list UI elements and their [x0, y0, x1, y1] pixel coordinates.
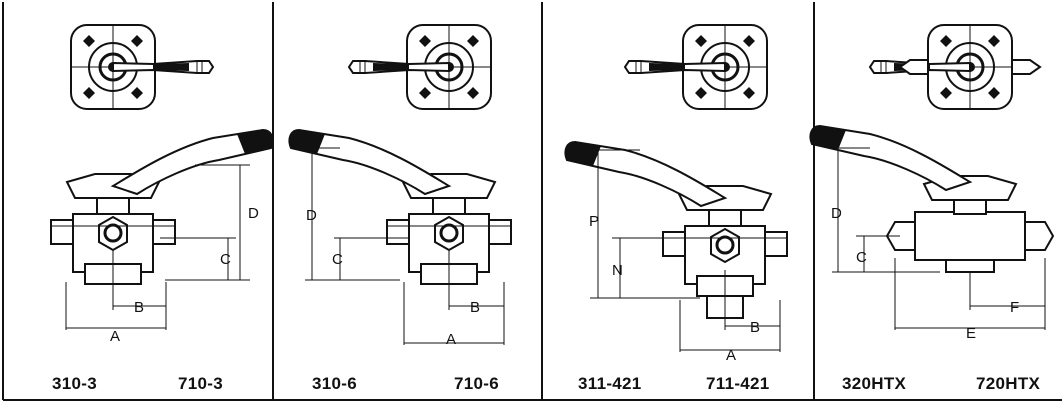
- dim-label-d: D: [306, 207, 317, 224]
- dim-label-a: A: [446, 331, 456, 348]
- dim-label-a: A: [110, 328, 120, 345]
- part-number-310-6: 310-6: [312, 374, 357, 393]
- dim-label-b: B: [134, 299, 144, 316]
- panel-1-drawing: D C B A: [49, 23, 274, 345]
- dim-label-b: B: [470, 299, 480, 316]
- part-number-320htx: 320HTX: [842, 374, 907, 393]
- dim-label-a: A: [726, 347, 736, 364]
- part-number-711-421: 711-421: [706, 374, 770, 393]
- panel-2-drawing: D C B A: [288, 23, 513, 348]
- panel-3-drawing: P N B A: [564, 23, 789, 364]
- dim-label-p: P: [589, 213, 599, 230]
- dim-label-b: B: [750, 319, 760, 336]
- part-number-310-3: 310-3: [52, 374, 97, 393]
- part-number-311-421: 311-421: [578, 374, 642, 393]
- dim-label-d: D: [831, 205, 842, 222]
- dim-label-d: D: [248, 205, 259, 222]
- dim-label-c: C: [220, 251, 231, 268]
- dim-label-n: N: [612, 262, 623, 279]
- dim-label-f: F: [1010, 299, 1019, 316]
- part-number-710-3: 710-3: [178, 374, 223, 393]
- dim-label-c: C: [332, 251, 343, 268]
- dim-label-e: E: [966, 325, 976, 342]
- dim-label-c: C: [856, 249, 867, 266]
- panel-4-drawing: D C F E: [809, 23, 1055, 342]
- part-number-720htx: 720HTX: [976, 374, 1041, 393]
- part-number-710-6: 710-6: [454, 374, 499, 393]
